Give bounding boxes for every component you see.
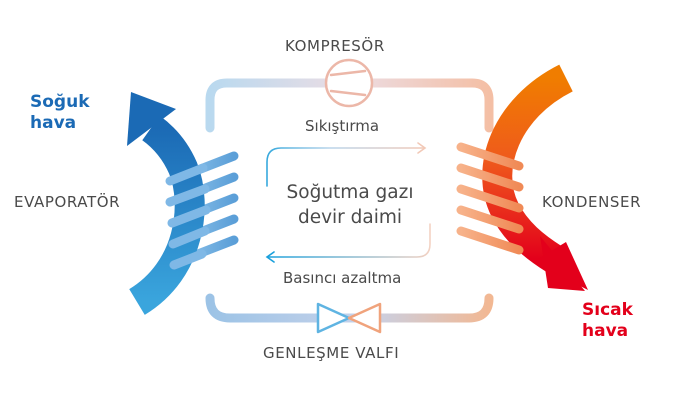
hot-air-arrow [482,64,588,291]
cold-air-label: Soğuk hava [30,92,90,134]
refrigerant-circulation-text: Soğutma gazı devir daimi [270,180,430,230]
cold-air-arrow [127,92,205,315]
condenser-label: KONDENSER [542,193,642,211]
compressor-icon [324,58,374,108]
center-line-2: devir daimi [297,207,403,228]
evaporator-coil-front [165,163,211,270]
hot-air-label: Sıcak hava [582,300,633,342]
expansion-valve-icon [316,302,382,334]
hot-air-line-2: hava [582,321,629,341]
expansion-valve-label: GENLEŞME VALFI [263,344,400,362]
cold-air-line-1: Soğuk [30,92,90,112]
compressor-label: KOMPRESÖR [285,37,385,55]
inner-circulation-arrows [265,142,431,263]
hot-air-line-1: Sıcak [582,300,633,320]
condenser-coil-icon [456,142,524,255]
pressure-reduction-label: Basıncı azaltma [283,269,402,287]
cold-air-line-2: hava [30,113,77,133]
center-line-1: Soğutma gazı [286,182,414,203]
compression-label: Sıkıştırma [305,117,380,135]
evaporator-label: EVAPORATÖR [14,193,121,211]
